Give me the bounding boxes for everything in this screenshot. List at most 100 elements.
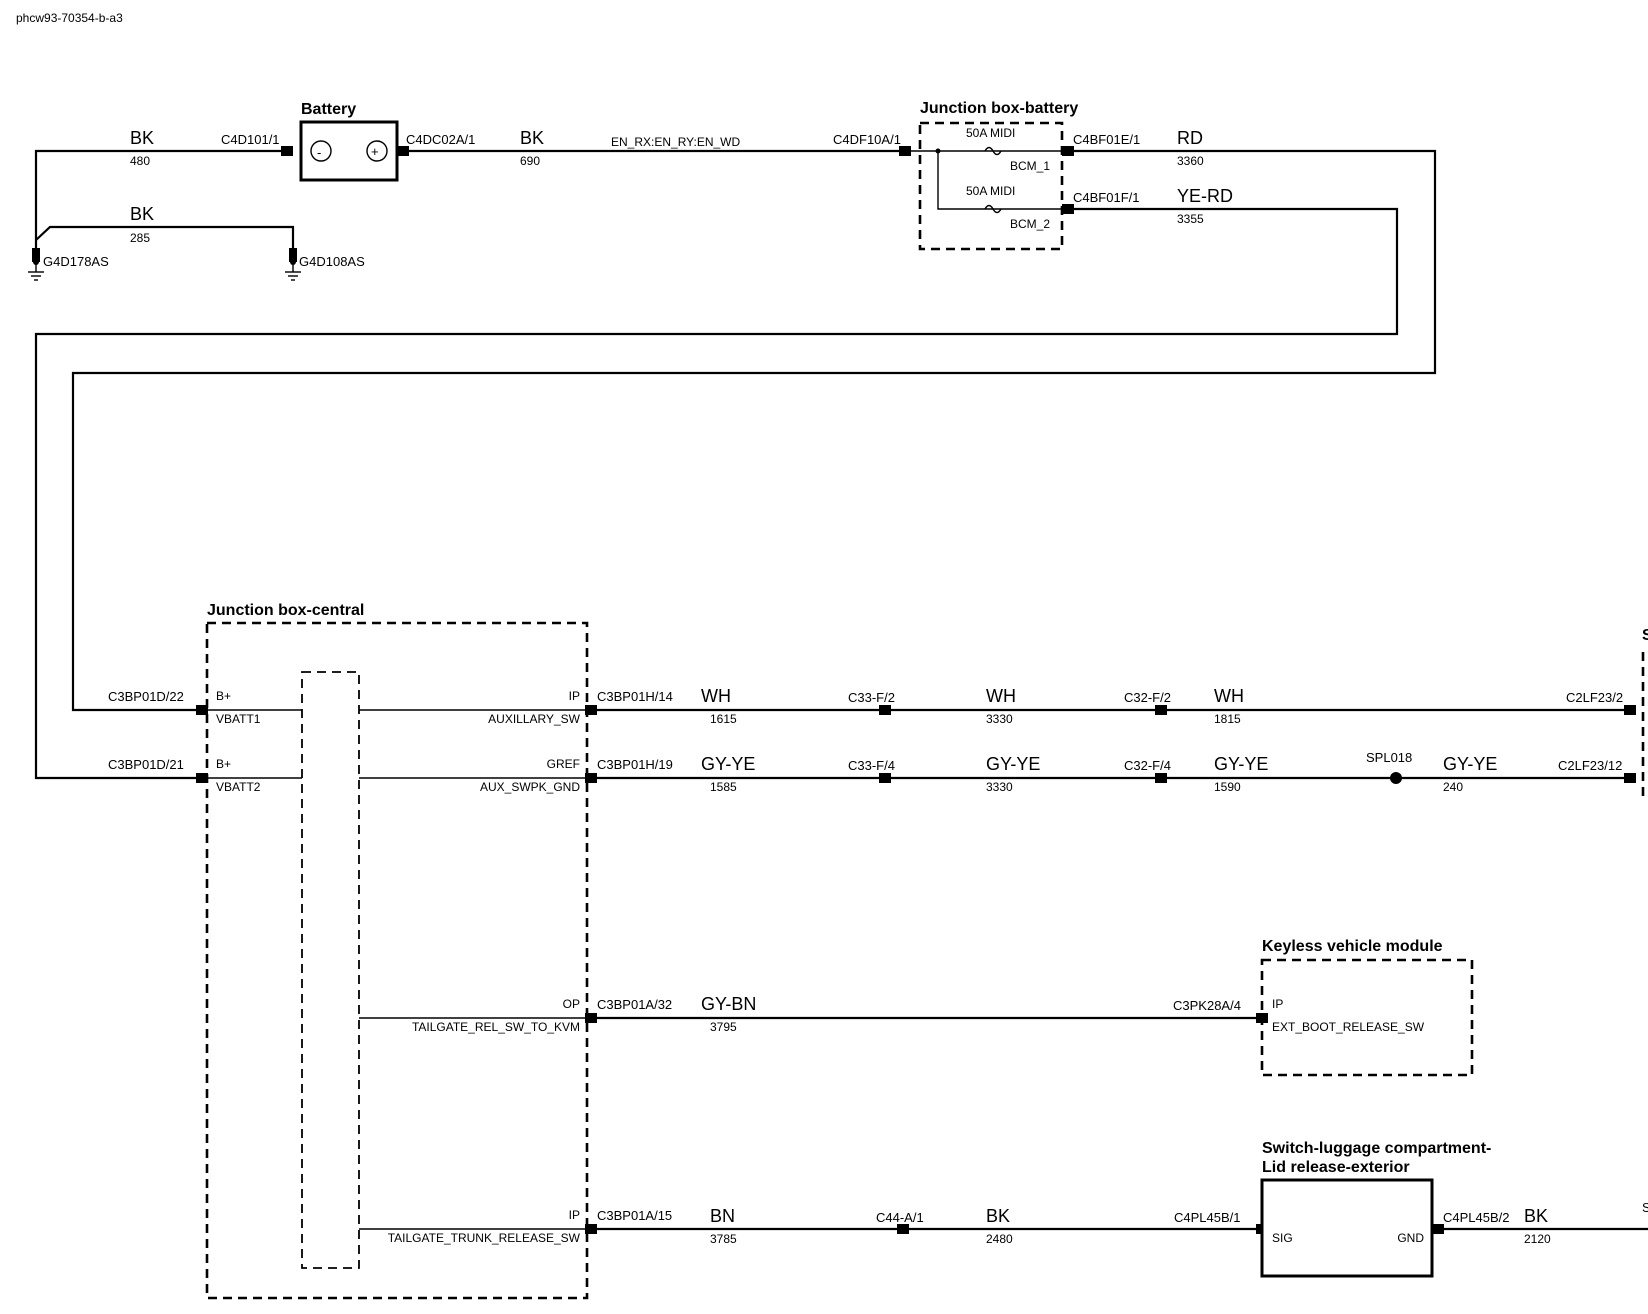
pin-auxillary-sw: AUXILLARY_SW	[488, 712, 580, 726]
partial-component-right-lower-title: S	[1642, 1200, 1648, 1215]
wire-1815: WH 1815	[1214, 686, 1244, 726]
wire-3360: RD 3360	[71, 128, 1437, 712]
battery-title: Battery	[301, 101, 356, 118]
svg-text:GY-YE: GY-YE	[1443, 754, 1497, 774]
svg-text:690: 690	[520, 154, 540, 168]
connector-c4pl45b2	[1432, 1224, 1444, 1234]
jb-central-title: Junction box-central	[207, 602, 364, 619]
switch-title-line1: Switch-luggage compartment-	[1262, 1140, 1491, 1157]
connector-label-c3bp01d22: C3BP01D/22	[108, 689, 184, 704]
connector-label-c4d101: C4D101/1	[221, 132, 280, 147]
pin-tailgate-rel-sw-to-kvm: TAILGATE_REL_SW_TO_KVM	[412, 1020, 580, 1034]
junction-box-central: Junction box-central	[205, 602, 589, 1300]
pin-vbatt1: VBATT1	[216, 712, 261, 726]
wire-1590: GY-YE 1590	[1214, 754, 1268, 794]
kvm-pin-ip: IP	[1272, 997, 1283, 1011]
connector-label-c3bp01a15: C3BP01A/15	[597, 1208, 672, 1223]
svg-text:2120: 2120	[1524, 1232, 1551, 1246]
battery-positive-symbol: +	[371, 144, 379, 159]
connector-c4d101	[281, 146, 293, 156]
connector-label-c33f2: C33-F/2	[848, 690, 895, 705]
svg-text:GY-YE: GY-YE	[1214, 754, 1268, 774]
svg-text:240: 240	[1443, 780, 1463, 794]
switch-pin-gnd: GND	[1397, 1231, 1424, 1245]
svg-text:BK: BK	[520, 128, 544, 148]
connector-c3bp01h14	[585, 705, 597, 715]
svg-text:BK: BK	[130, 128, 154, 148]
svg-text:3360: 3360	[1177, 154, 1204, 168]
pin-op: OP	[563, 997, 580, 1011]
svg-text:1615: 1615	[710, 712, 737, 726]
pin-tailgate-trunk-release-sw: TAILGATE_TRUNK_RELEASE_SW	[388, 1231, 581, 1245]
pin-ip-2: IP	[569, 1208, 580, 1222]
connector-label-c2lf23-12: C2LF23/12	[1558, 758, 1622, 773]
svg-text:285: 285	[130, 231, 150, 245]
connector-label-c4dc02a: C4DC02A/1	[406, 132, 475, 147]
fuse-2-name: BCM_2	[1010, 217, 1050, 231]
ground-icon-g4d178as	[28, 248, 44, 281]
connector-label-c4df10a: C4DF10A/1	[833, 132, 901, 147]
connector-label-c3bp01d21: C3BP01D/21	[108, 757, 184, 772]
wire-240: GY-YE 240	[1443, 754, 1497, 794]
pin-vbatt2: VBATT2	[216, 780, 261, 794]
connector-label-c3bp01a32: C3BP01A/32	[597, 997, 672, 1012]
svg-text:RD: RD	[1177, 128, 1203, 148]
wire-1615: WH 1615	[701, 686, 737, 726]
connector-c2lf23-12	[1624, 773, 1636, 783]
kvm-pin-ext-boot-release-sw: EXT_BOOT_RELEASE_SW	[1272, 1020, 1425, 1034]
connector-c4df10a	[899, 146, 911, 156]
svg-text:WH: WH	[701, 686, 731, 706]
connector-c3bp01h19	[585, 773, 597, 783]
jb-battery-title: Junction box-battery	[920, 100, 1078, 117]
connector-c32f2	[1155, 705, 1167, 715]
connector-c3bp01a32	[585, 1013, 597, 1023]
kvm-title: Keyless vehicle module	[1262, 938, 1443, 955]
connector-label-c4pl45b2: C4PL45B/2	[1443, 1210, 1510, 1225]
switch-title-line2: Lid release-exterior	[1262, 1159, 1410, 1176]
svg-text:EN_RX:EN_RY:EN_WD: EN_RX:EN_RY:EN_WD	[611, 135, 740, 149]
svg-text:3785: 3785	[710, 1232, 737, 1246]
connector-c4dc02a	[397, 146, 409, 156]
switch-luggage-compartment: Switch-luggage compartment- Lid release-…	[1260, 1140, 1491, 1278]
pin-bplus-2: B+	[216, 757, 231, 771]
wire-3330-gy-ye: GY-YE 3330	[986, 754, 1040, 794]
svg-text:3355: 3355	[1177, 212, 1204, 226]
svg-text:3330: 3330	[986, 712, 1013, 726]
battery: Battery - +	[299, 101, 399, 182]
partial-component-right-upper-title: S	[1642, 627, 1648, 644]
connector-c4bf01e	[1062, 146, 1074, 156]
connector-c4bf01f	[1062, 204, 1074, 214]
connector-label-c44a1: C44-A/1	[876, 1210, 924, 1225]
svg-text:1585: 1585	[710, 780, 737, 794]
connector-c3bp01d22	[196, 705, 208, 715]
connector-label-c4pl45b1: C4PL45B/1	[1174, 1210, 1241, 1225]
pin-bplus-1: B+	[216, 689, 231, 703]
svg-text:GY-YE: GY-YE	[986, 754, 1040, 774]
connector-label-c3bp01h19: C3BP01H/19	[597, 757, 673, 772]
svg-text:1590: 1590	[1214, 780, 1241, 794]
wire-480: BK 480	[34, 128, 287, 262]
pin-aux-swpk-gnd: AUX_SWPK_GND	[480, 780, 580, 794]
connector-c44a1	[897, 1224, 909, 1234]
connector-c2lf23-2	[1624, 705, 1636, 715]
wire-3330-wh: WH 3330	[986, 686, 1016, 726]
wire-2120: BK 2120	[1524, 1206, 1551, 1246]
splice-spl018	[1390, 772, 1402, 784]
document-id: phcw93-70354-b-a3	[16, 11, 123, 25]
svg-text:BK: BK	[130, 204, 154, 224]
connector-label-c3pk28a4: C3PK28A/4	[1173, 998, 1241, 1013]
connector-c32f4	[1155, 773, 1167, 783]
pin-ip-1: IP	[569, 689, 580, 703]
svg-text:BK: BK	[986, 1206, 1010, 1226]
keyless-vehicle-module: Keyless vehicle module IP EXT_BOOT_RELEA…	[1260, 938, 1474, 1077]
svg-text:2480: 2480	[986, 1232, 1013, 1246]
fuse-1-name: BCM_1	[1010, 159, 1050, 173]
fuse-2-rating: 50A MIDI	[966, 184, 1015, 198]
wire-1585: GY-YE 1585	[701, 754, 755, 794]
partial-component-right-upper: S	[1641, 627, 1648, 800]
connector-c3bp01d21	[196, 773, 208, 783]
svg-text:480: 480	[130, 154, 150, 168]
ground-label-g4d108as: G4D108AS	[299, 254, 365, 269]
connector-c3bp01a15	[585, 1224, 597, 1234]
